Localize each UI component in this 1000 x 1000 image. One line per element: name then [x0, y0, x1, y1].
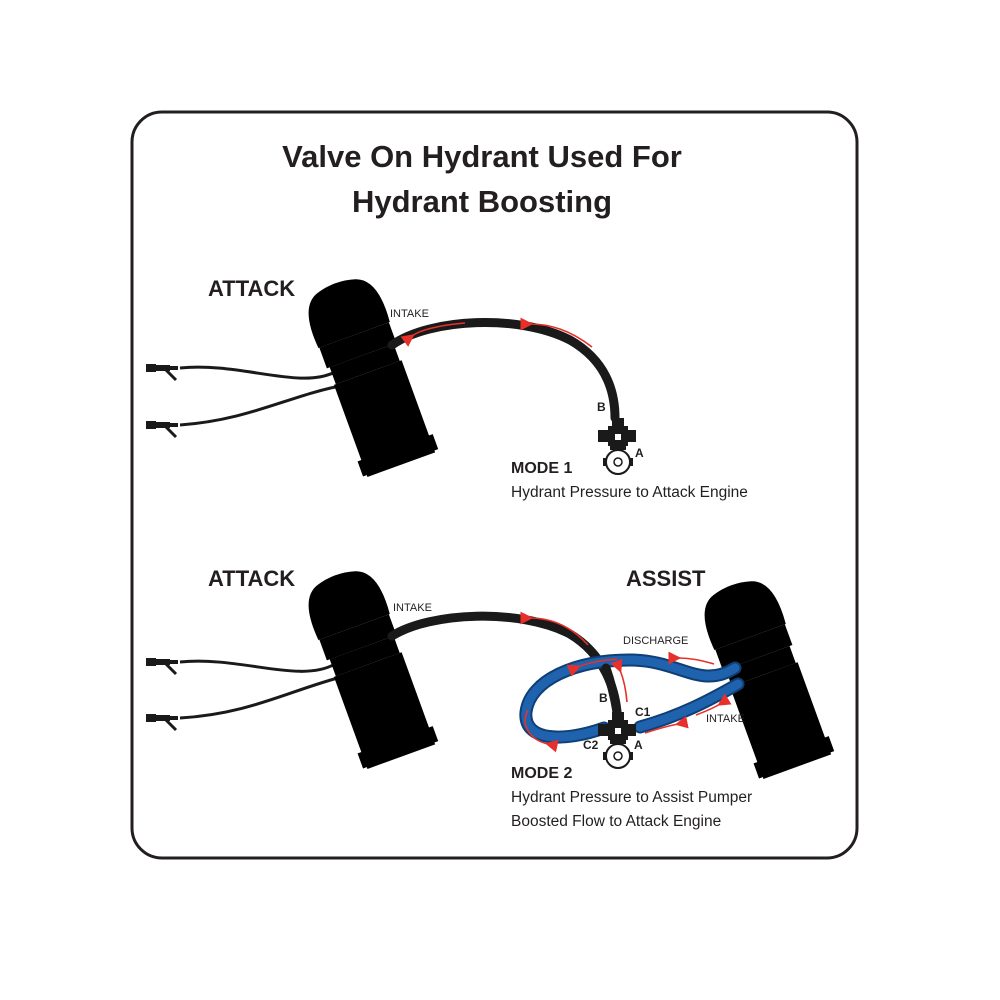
attack-label: ATTACK	[208, 276, 295, 301]
nozzle-icon	[144, 419, 180, 439]
mode2-description-line1: Hydrant Pressure to Assist Pumper	[511, 789, 752, 806]
attack-engine-icon	[293, 267, 445, 480]
intake-label: INTAKE	[393, 602, 432, 614]
attack-label: ATTACK	[208, 566, 295, 591]
diagram-frame	[130, 110, 859, 860]
title-line-1: Valve On Hydrant Used For	[282, 139, 682, 174]
port-c2-label: C2	[583, 738, 599, 752]
mode1-title: MODE 1	[511, 460, 572, 477]
port-a-label: A	[634, 738, 643, 752]
flow-arrow	[520, 317, 593, 348]
flow-arrow	[695, 693, 732, 716]
port-c1-label: C1	[635, 705, 651, 719]
intake-label: INTAKE	[390, 308, 429, 320]
mode2-title: MODE 2	[511, 765, 572, 782]
nozzle-icon	[144, 362, 180, 382]
attack-line-bottom	[179, 674, 346, 720]
flow-arrow	[524, 709, 559, 753]
assist-intake-label: INTAKE	[706, 713, 745, 725]
mode1-section: ATTACK INTAKE B A MODE 1 Hydrant Pressur…	[144, 267, 748, 501]
mode2-description-line2: Boosted Flow to Attack Engine	[511, 813, 721, 830]
flow-arrow	[668, 651, 715, 665]
attack-line-bottom	[179, 383, 346, 427]
mode2-section: ATTACK ASSIST INTAKE DISCHARGE INTAKE B …	[144, 559, 841, 830]
port-b-label: B	[597, 400, 606, 414]
supply-hose	[387, 318, 620, 423]
flow-arrow	[644, 715, 689, 734]
mode1-description: Hydrant Pressure to Attack Engine	[511, 484, 748, 501]
nozzle-icon	[144, 712, 180, 732]
title-line-2: Hydrant Boosting	[352, 184, 612, 219]
hydrant-valve-icon	[597, 417, 637, 475]
flow-arrow	[520, 611, 589, 646]
flow-arrow	[400, 322, 466, 347]
flow-arrow	[610, 658, 628, 703]
attack-line-top	[179, 365, 336, 380]
attack-line-top	[179, 659, 336, 673]
assist-label: ASSIST	[626, 566, 706, 591]
attack-engine-icon	[293, 559, 445, 772]
hydrant-valve-icon	[597, 711, 637, 769]
port-a-label: A	[635, 446, 644, 460]
discharge-label: DISCHARGE	[623, 635, 688, 647]
nozzle-icon	[144, 656, 180, 676]
port-b-label: B	[599, 691, 608, 705]
